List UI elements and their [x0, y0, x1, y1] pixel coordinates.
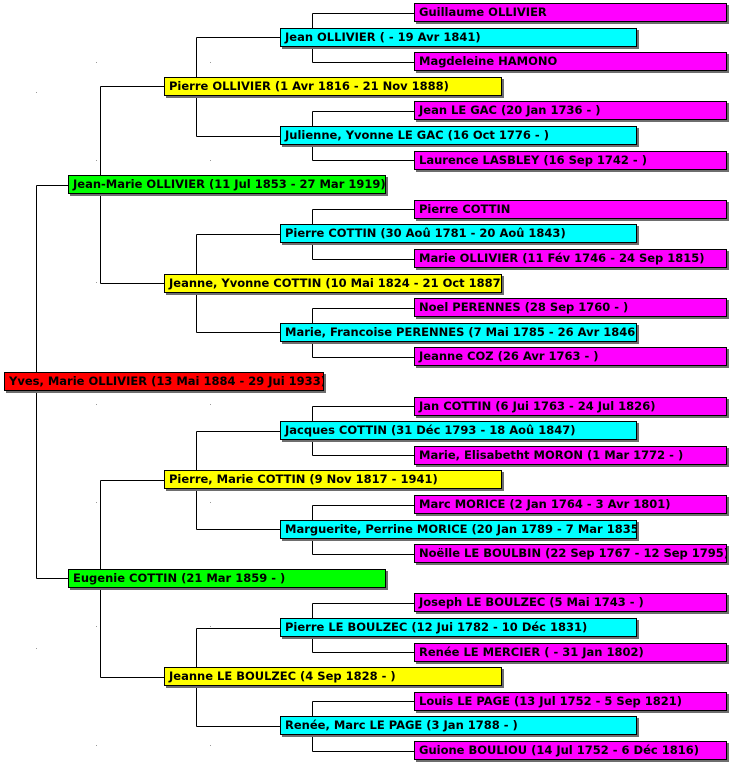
background-dot	[96, 282, 97, 283]
person-box[interactable]: Pierre, Marie COTTIN (9 Nov 1817 - 1941)	[164, 470, 502, 489]
person-box[interactable]: Pierre COTTIN (30 Aoû 1781 - 20 Aoû 1843…	[280, 224, 637, 243]
person-box[interactable]: Marc MORICE (2 Jan 1764 - 3 Avr 1801)	[414, 495, 727, 514]
person-box[interactable]: Laurence LASBLEY (16 Sep 1742 - )	[414, 151, 727, 170]
person-box[interactable]: Marie OLLIVIER (11 Fév 1746 - 24 Sep 181…	[414, 249, 727, 268]
person-box[interactable]: Magdeleine HAMONO	[414, 52, 727, 71]
person-box[interactable]: Guillaume OLLIVIER	[414, 3, 727, 22]
person-box[interactable]: Jacques COTTIN (31 Déc 1793 - 18 Aoû 184…	[280, 421, 637, 440]
person-box[interactable]: Pierre LE BOULZEC (12 Jui 1782 - 10 Déc …	[280, 618, 637, 637]
person-box[interactable]: Jeanne COZ (26 Avr 1763 - )	[414, 347, 727, 366]
background-dot	[36, 92, 37, 93]
background-dot	[210, 745, 211, 746]
background-dot	[96, 745, 97, 746]
background-dot	[96, 502, 97, 503]
person-box[interactable]: Jan COTTIN (6 Jui 1763 - 24 Jul 1826)	[414, 397, 727, 416]
person-box[interactable]: Marie, Francoise PERENNES (7 Mai 1785 - …	[280, 323, 637, 342]
background-dot	[96, 160, 97, 161]
person-box[interactable]: Marie, Elisabetht MORON (1 Mar 1772 - )	[414, 446, 727, 465]
background-dot	[96, 404, 97, 405]
person-box[interactable]: Joseph LE BOULZEC (5 Mai 1743 - )	[414, 593, 727, 612]
person-box[interactable]: Jeanne LE BOULZEC (4 Sep 1828 - )	[164, 667, 502, 686]
person-box[interactable]: Yves, Marie OLLIVIER (13 Mai 1884 - 29 J…	[4, 372, 324, 391]
person-box[interactable]: Renée LE MERCIER ( - 31 Jan 1802)	[414, 643, 727, 662]
person-box[interactable]: Jeanne, Yvonne COTTIN (10 Mai 1824 - 21 …	[164, 274, 502, 293]
person-box[interactable]: Pierre OLLIVIER (1 Avr 1816 - 21 Nov 188…	[164, 77, 502, 96]
person-box[interactable]: Renée, Marc LE PAGE (3 Jan 1788 - )	[280, 716, 637, 735]
person-box[interactable]: Guione BOULIOU (14 Jul 1752 - 6 Déc 1816…	[414, 741, 727, 760]
background-dot	[210, 404, 211, 405]
background-dot	[36, 648, 37, 649]
background-dot	[210, 160, 211, 161]
person-box[interactable]: Pierre COTTIN	[414, 200, 727, 219]
person-box[interactable]: Jean OLLIVIER ( - 19 Avr 1841)	[280, 28, 637, 47]
background-dot	[210, 62, 211, 63]
person-box[interactable]: Louis LE PAGE (13 Jul 1752 - 5 Sep 1821)	[414, 692, 727, 711]
person-box[interactable]: Jean-Marie OLLIVIER (11 Jul 1853 - 27 Ma…	[68, 175, 386, 194]
person-box[interactable]: Julienne, Yvonne LE GAC (16 Oct 1776 - )	[280, 126, 637, 145]
person-box[interactable]: Marguerite, Perrine MORICE (20 Jan 1789 …	[280, 520, 637, 539]
background-dot	[96, 62, 97, 63]
background-dot	[210, 502, 211, 503]
person-box[interactable]: Eugenie COTTIN (21 Mar 1859 - )	[68, 569, 386, 588]
person-box[interactable]: Noel PERENNES (28 Sep 1760 - )	[414, 298, 727, 317]
background-dot	[210, 626, 211, 627]
background-dot	[96, 626, 97, 627]
person-box[interactable]: Jean LE GAC (20 Jan 1736 - )	[414, 101, 727, 120]
person-box[interactable]: Noëlle LE BOULBIN (22 Sep 1767 - 12 Sep …	[414, 544, 727, 563]
